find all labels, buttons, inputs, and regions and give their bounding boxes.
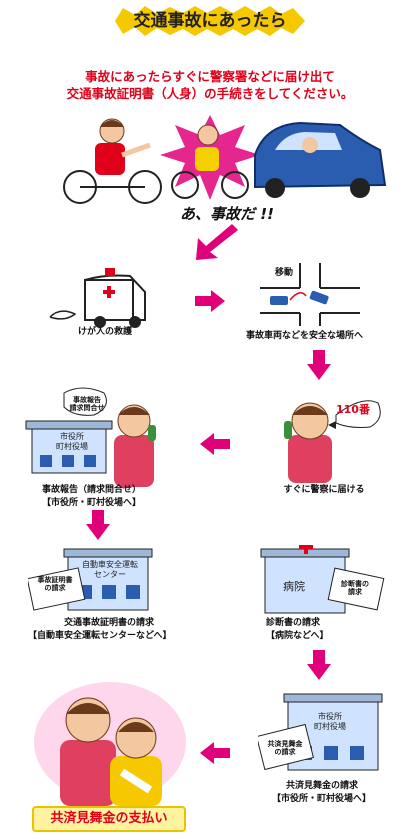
move-label: 移動	[275, 268, 294, 278]
diag-sign-line-2: 請求	[348, 588, 362, 596]
city-office-2-line-1: 市役所	[318, 712, 342, 721]
accident-report-line-1: 事故報告（請求問合せ）	[42, 485, 142, 495]
intro-text: 事故にあったらすぐに警察署などに届け出て 交通事故証明書（人身）の手続きをしてく…	[30, 68, 390, 102]
mutual-sign-line-1: 共済見舞金	[267, 740, 303, 748]
police-call-illustration	[284, 400, 381, 483]
mutual-sign: 共済見舞金 の請求	[262, 740, 308, 756]
city-office-report-illustration	[25, 387, 156, 487]
arrow-down-2	[86, 510, 110, 540]
report-bubble-line-1: 事故報告	[73, 396, 101, 404]
arrow-down-left	[196, 224, 238, 260]
cert-sign-line-1: 事故証明書	[37, 576, 73, 584]
arrow-down-1	[307, 350, 331, 380]
hospital-illustration	[260, 545, 385, 614]
cert-sign: 事故証明書 の請求	[32, 576, 78, 592]
mutual-aid-office-illustration	[258, 693, 383, 771]
payment-illustration	[34, 682, 186, 806]
diag-caption-line-2: 【病院などへ】	[266, 631, 329, 641]
cert-caption-line-1: 交通事故証明書の請求	[64, 618, 155, 628]
ambulance-illustration	[49, 268, 146, 328]
intersection-illustration	[260, 263, 360, 326]
cyclist-child	[171, 124, 249, 199]
mutual-caption-line-1: 共済見舞金の請求	[286, 781, 359, 791]
city-office-2-line-2: 町村役場	[314, 722, 346, 731]
title-banner: 交通事故にあったら	[115, 6, 305, 36]
cert-sign-line-2: の請求	[44, 584, 66, 592]
page-title: 交通事故にあったら	[133, 11, 287, 31]
cyclist-left	[63, 118, 162, 204]
report-bubble: 事故報告 請求問合せ	[64, 396, 110, 412]
step-rescue-caption: けが人の救護	[77, 327, 132, 337]
step-accident-report-caption: 事故報告（請求問合せ） 【市役所・町村役場へ】	[42, 484, 212, 510]
city-office-2-sign: 市役所 町村役場	[300, 712, 360, 732]
call-110-label: 110番	[336, 403, 370, 416]
accident-report-line-2: 【市役所・町村役場へ】	[42, 498, 142, 508]
diag-sign: 診断書の 請求	[335, 580, 375, 596]
mutual-caption-line-2: 【市役所・町村役場へ】	[272, 794, 372, 804]
arrow-right	[195, 290, 225, 312]
city-office-line-2: 町村役場	[56, 442, 88, 451]
safety-center-sign: 自動車安全運転 センター	[80, 560, 140, 580]
city-office-line-1: 市役所	[60, 432, 84, 441]
arrow-left-1	[200, 433, 230, 455]
safety-center-line-1: 自動車安全運転	[82, 560, 138, 569]
car	[254, 121, 387, 198]
safety-center-line-2: センター	[94, 570, 126, 579]
mutual-sign-line-2: の請求	[274, 748, 296, 756]
step-mutual-caption: 共済見舞金の請求 【市役所・町村役場へ】	[272, 780, 402, 806]
cert-caption-line-2: 【自動車安全運転センターなどへ】	[28, 631, 172, 641]
diag-caption-line-1: 診断書の請求	[266, 618, 321, 628]
safety-center-illustration	[28, 548, 153, 611]
hospital-sign: 病院	[283, 580, 305, 593]
step-move-caption: 事故車両などを安全な場所へ	[246, 331, 364, 341]
step-diagnosis-caption: 診断書の請求 【病院などへ】	[266, 617, 386, 643]
title-burst	[115, 6, 305, 36]
step-report-police-caption: すぐに警察に届ける	[283, 485, 365, 495]
intro-line-2: 交通事故証明書（人身）の手続きをしてください。	[66, 86, 354, 101]
step-certificate-caption: 交通事故証明書の請求 【自動車安全運転センターなどへ】	[28, 617, 208, 643]
payment-label: 共済見舞金の支払い	[32, 806, 186, 832]
arrow-down-3	[307, 650, 331, 680]
accident-exclamation: あ、事故だ !!	[180, 205, 274, 223]
city-office-sign: 市役所 町村役場	[42, 432, 102, 452]
arrow-left-2	[200, 742, 230, 764]
report-bubble-line-2: 請求問合せ	[69, 404, 105, 412]
accident-scene-illustration	[63, 115, 387, 204]
diag-sign-line-1: 診断書の	[341, 580, 369, 588]
intro-line-1: 事故にあったらすぐに警察署などに届け出て	[85, 69, 335, 84]
